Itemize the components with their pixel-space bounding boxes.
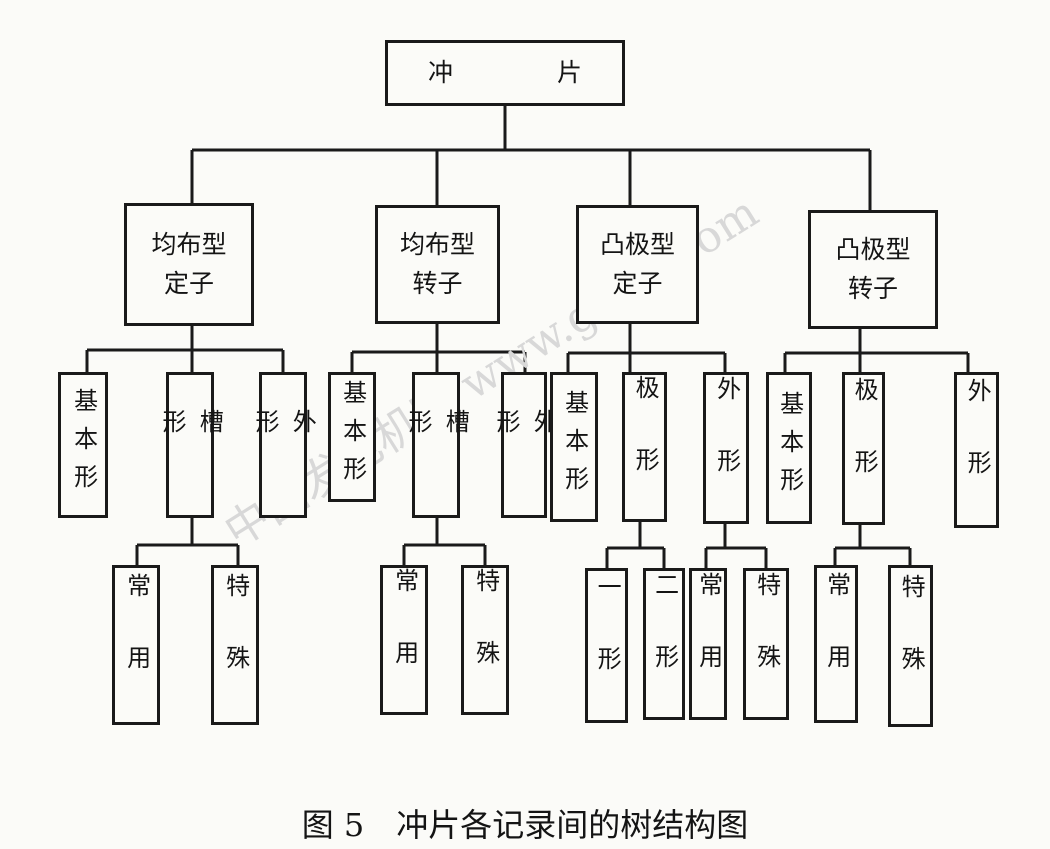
node-slot-shape: 槽形 bbox=[404, 372, 469, 518]
root-node: 冲 片 bbox=[385, 40, 625, 106]
node-shape-one: 一形 bbox=[585, 568, 628, 723]
node-special: 特殊 bbox=[888, 565, 933, 727]
node-uniform-rotor: 均布型转子 bbox=[375, 205, 500, 324]
figure-caption: 图 5 冲片各记录间的树结构图 bbox=[301, 806, 749, 844]
node-outer-shape: 外形 bbox=[251, 372, 316, 518]
node-label-line1: 凸极型 bbox=[835, 234, 911, 264]
node-slot-shape: 槽形 bbox=[158, 372, 223, 518]
node-outer-shape: 外形 bbox=[703, 372, 749, 524]
node-uniform-stator: 均布型定子 bbox=[124, 203, 254, 326]
node-shape-two: 二形 bbox=[643, 568, 685, 720]
node-special: 特殊 bbox=[211, 565, 259, 725]
node-salient-rotor: 凸极型转子 bbox=[808, 210, 938, 329]
node-common: 常用 bbox=[112, 565, 160, 725]
node-common: 常用 bbox=[814, 565, 858, 723]
node-label-line2: 转子 bbox=[847, 273, 898, 303]
node-special: 特殊 bbox=[743, 568, 789, 720]
node-outer-shape: 外形 bbox=[492, 372, 557, 518]
root-label-left: 冲 bbox=[428, 57, 454, 87]
node-salient-stator: 凸极型定子 bbox=[576, 205, 699, 324]
node-basic-shape: 基本形 bbox=[58, 372, 108, 518]
node-basic-shape: 基本形 bbox=[550, 372, 598, 522]
node-common: 常用 bbox=[689, 568, 727, 720]
node-label-line1: 均布型 bbox=[399, 229, 475, 259]
node-pole-shape: 极形 bbox=[842, 372, 885, 525]
node-label-line2: 定子 bbox=[612, 268, 663, 298]
node-label-line2: 转子 bbox=[412, 268, 463, 298]
node-special: 特殊 bbox=[461, 565, 509, 715]
node-label-line1: 凸极型 bbox=[599, 229, 675, 259]
node-label-line1: 均布型 bbox=[151, 229, 227, 259]
node-outer-shape: 外形 bbox=[954, 372, 999, 528]
node-common: 常用 bbox=[380, 565, 428, 715]
node-pole-shape: 极形 bbox=[622, 372, 667, 522]
node-basic-shape: 基本形 bbox=[766, 372, 812, 524]
root-label-right: 片 bbox=[556, 57, 582, 87]
node-basic-shape: 基本形 bbox=[328, 372, 376, 502]
node-label-line2: 定子 bbox=[163, 268, 214, 298]
